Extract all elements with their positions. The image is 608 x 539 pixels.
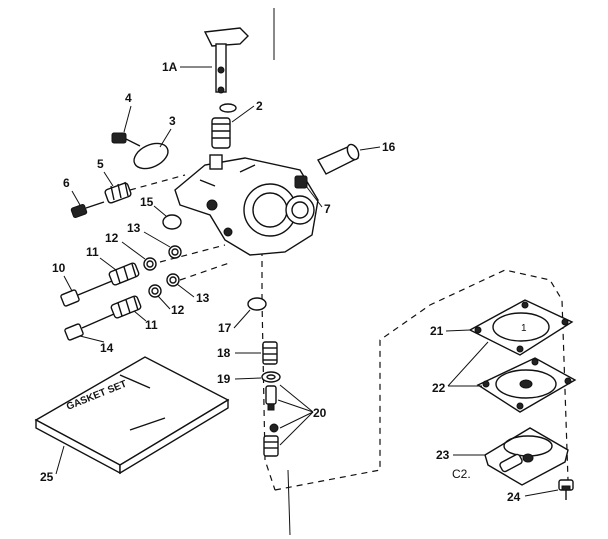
fuel-tube-part xyxy=(317,143,360,175)
leader-13a xyxy=(143,231,171,248)
callout-1a: 1A xyxy=(162,60,178,74)
callout-13a: 13 xyxy=(127,221,141,235)
leader-15 xyxy=(153,205,167,217)
callout-17: 17 xyxy=(218,321,232,335)
throttle-shaft-part xyxy=(203,27,249,94)
leader-16 xyxy=(359,146,381,151)
leaders-20 xyxy=(277,384,314,446)
washer-part-17 xyxy=(247,297,267,311)
spring-part-2 xyxy=(211,103,237,149)
leader-24 xyxy=(524,489,559,497)
callout-13b: 13 xyxy=(196,291,210,305)
o-ring-hole-13b xyxy=(169,276,177,284)
idle-screw-part xyxy=(70,201,105,219)
leader-12b xyxy=(157,295,171,310)
washer-part-12b xyxy=(148,284,162,298)
pump-gasket-part-21 xyxy=(468,299,574,356)
o-ring-hole-13a xyxy=(171,248,179,256)
ring-hole-19 xyxy=(266,374,276,380)
idle-needle-part-14 xyxy=(64,295,142,341)
leader-25 xyxy=(55,445,65,475)
pump-gasket-inner-label: 1 xyxy=(521,323,527,334)
callout-21: 21 xyxy=(430,324,444,338)
gasket-set-box xyxy=(34,356,230,475)
leader-11a xyxy=(99,257,117,271)
washer-hole-12a xyxy=(146,260,154,268)
leader-10 xyxy=(63,275,73,292)
main-needle-part-10 xyxy=(60,262,140,307)
callout-10: 10 xyxy=(52,261,66,275)
callout-12b: 12 xyxy=(171,303,185,317)
leader-5 xyxy=(103,171,114,187)
pump-cover-part-23 xyxy=(484,427,569,486)
idle-screw-spring-part xyxy=(104,181,132,204)
callout-5: 5 xyxy=(97,157,104,171)
callout-16: 16 xyxy=(382,140,396,154)
callout-12a: 12 xyxy=(105,231,119,245)
leader-7 xyxy=(305,185,323,208)
leader-2 xyxy=(231,105,255,123)
dashed-guide-13 xyxy=(179,261,233,281)
nut-part-7 xyxy=(294,175,308,189)
callout-6: 6 xyxy=(63,176,70,190)
callout-19: 19 xyxy=(217,372,231,386)
o-ring-part-13a xyxy=(168,245,182,259)
throttle-plate-part xyxy=(133,142,169,170)
dashed-guide-12 xyxy=(159,244,226,263)
assembly-dashed-line xyxy=(261,250,569,491)
callout-2: 2 xyxy=(256,99,263,113)
callout-4: 4 xyxy=(125,91,132,105)
callout-25: 25 xyxy=(40,470,54,484)
leader-4 xyxy=(123,105,132,133)
callout-23: 23 xyxy=(436,448,450,462)
washer-part-12a xyxy=(143,257,157,271)
callout-20: 20 xyxy=(313,406,327,420)
washer-hole-12b xyxy=(151,287,159,295)
jet-parts-20 xyxy=(263,385,279,457)
carburetor-body xyxy=(174,154,319,256)
pump-diaphragm-part-22 xyxy=(476,357,577,413)
callout-11a: 11 xyxy=(86,245,99,259)
callout-14: 14 xyxy=(100,341,114,355)
leader-21 xyxy=(445,329,471,332)
callout-15: 15 xyxy=(140,195,154,209)
leader-3 xyxy=(159,128,172,148)
ring-part-19 xyxy=(261,371,281,383)
spring-part-18 xyxy=(262,341,278,365)
leader-13b xyxy=(176,283,195,298)
callout-3: 3 xyxy=(169,114,176,128)
callout-7: 7 xyxy=(324,202,331,216)
model-label-c2: C2. xyxy=(452,467,471,481)
callout-18: 18 xyxy=(217,346,231,360)
callout-11b: 11 xyxy=(145,318,158,332)
leader-17 xyxy=(233,309,251,329)
leader-12a xyxy=(121,241,146,260)
callout-22: 22 xyxy=(432,381,446,395)
leader-11b xyxy=(133,310,147,322)
leader-14 xyxy=(79,335,105,343)
pump-screw-part-24 xyxy=(558,479,574,500)
axis-line-bottom xyxy=(287,469,291,536)
leader-6 xyxy=(71,190,81,206)
screw-part-4 xyxy=(111,132,141,147)
plug-part-15 xyxy=(162,214,182,230)
dashed-guide-5 xyxy=(129,174,186,191)
leader-22a xyxy=(447,341,489,387)
leader-19 xyxy=(234,377,262,380)
callout-24: 24 xyxy=(507,490,521,504)
o-ring-part-13b xyxy=(166,273,180,287)
